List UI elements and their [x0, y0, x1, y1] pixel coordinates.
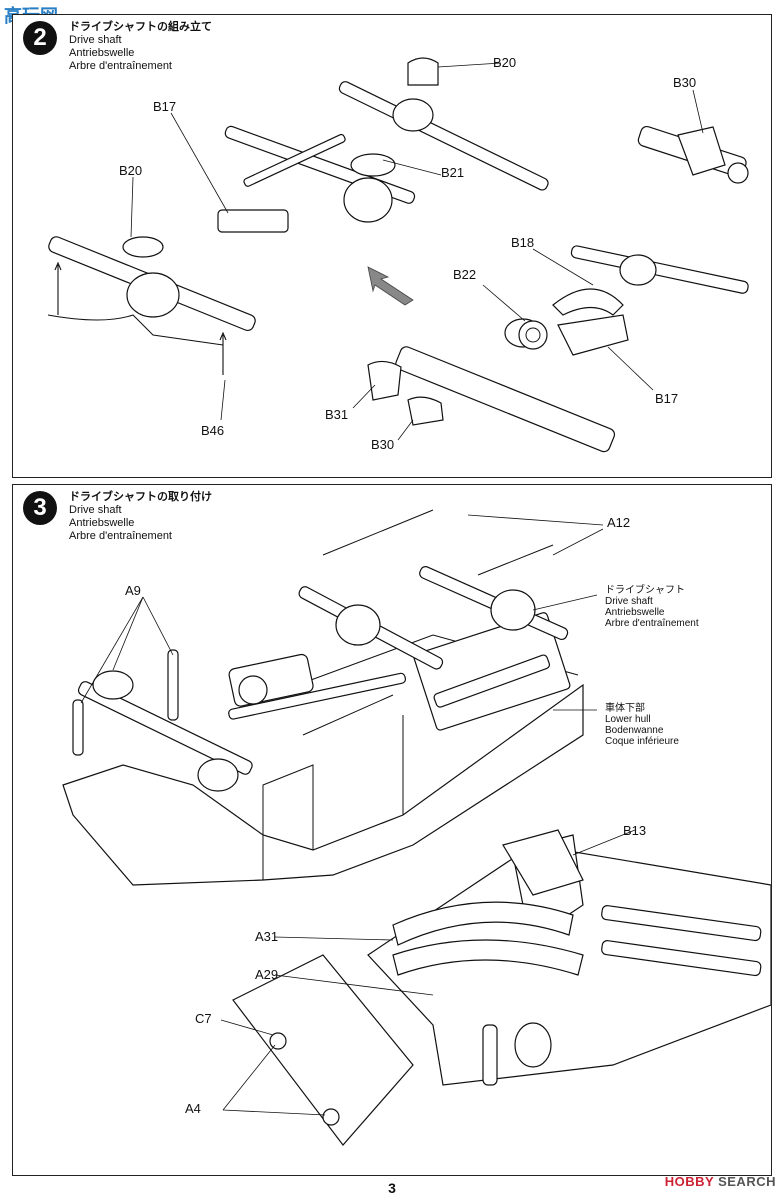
step-title-jp: ドライブシャフトの取り付け	[69, 491, 212, 503]
part-label-b13: B13	[623, 823, 647, 838]
step-title-fr: Arbre d'entraînement	[69, 530, 172, 542]
callout-fr: Arbre d'entraînement	[605, 618, 699, 629]
part-label-b22: B22	[453, 267, 477, 282]
part-label-b17: B17	[655, 391, 679, 406]
step-3-assembly-drawing	[62, 509, 771, 1146]
step-2-panel: 2 ドライブシャフトの組み立て Drive shaft Antriebswell…	[12, 14, 772, 478]
callout-de: Bodenwanne	[605, 725, 664, 736]
step-title-fr: Arbre d'entraînement	[69, 60, 172, 72]
callout-jp: 車体下部	[605, 703, 645, 714]
step-3-panel: 3 ドライブシャフトの取り付け Drive shaft Antriebswell…	[12, 484, 772, 1176]
axle-assembly-left	[47, 209, 289, 346]
watermark-brand: HOBBY SEARCH	[664, 1174, 776, 1189]
part-label-a31: A31	[255, 929, 279, 944]
part-label-b30: B30	[371, 437, 395, 452]
rear-hull-detail	[367, 829, 771, 1086]
callout-en: Lower hull	[605, 714, 651, 725]
part-label-b21: B21	[441, 165, 465, 180]
callout-jp: ドライブシャフト	[605, 585, 685, 596]
page-number: 3	[388, 1180, 396, 1196]
step-title-block: ドライブシャフトの組み立て Drive shaft Antriebswelle …	[69, 21, 212, 73]
driveshaft-callout: ドライブシャフト Drive shaft Antriebswelle Arbre…	[605, 585, 699, 629]
part-label-b17: B17	[153, 99, 177, 114]
lower-hull-callout: 車体下部 Lower hull Bodenwanne Coque inférie…	[605, 703, 679, 747]
axle-assembly-right	[367, 245, 749, 453]
part-label-a9: A9	[125, 583, 141, 598]
step-number-badge: 2	[23, 21, 57, 55]
callout-fr: Coque inférieure	[605, 736, 679, 747]
step-title-block: ドライブシャフトの取り付け Drive shaft Antriebswelle …	[69, 491, 212, 543]
step-title-de: Antriebswelle	[69, 47, 135, 59]
callout-en: Drive shaft	[605, 596, 653, 607]
callout-de: Antriebswelle	[605, 607, 665, 618]
axle-inset-b30	[637, 125, 749, 184]
part-label-b31: B31	[325, 407, 349, 422]
step-title-de: Antriebswelle	[69, 517, 135, 529]
step-title-en: Drive shaft	[69, 34, 122, 46]
part-label-b20: B20	[493, 55, 517, 70]
part-label-a4: A4	[185, 1101, 201, 1116]
mudflap-plate	[232, 954, 414, 1146]
part-label-b46: B46	[201, 423, 225, 438]
part-label-a29: A29	[255, 967, 279, 982]
step-number-badge: 3	[23, 491, 57, 525]
part-label-b18: B18	[511, 235, 535, 250]
part-label-c7: C7	[195, 1011, 212, 1026]
direction-arrow-icon	[367, 266, 414, 306]
part-label-b30: B30	[673, 75, 697, 90]
front-axle-assembly	[72, 649, 407, 792]
step-title-jp: ドライブシャフトの組み立て	[69, 21, 212, 33]
part-label-b20: B20	[119, 163, 143, 178]
step-2-assembly-drawing	[47, 57, 749, 453]
axle-assembly-center	[224, 57, 549, 223]
part-label-a12: A12	[607, 515, 631, 530]
rear-axles-assembly	[298, 509, 569, 708]
step-title-en: Drive shaft	[69, 504, 122, 516]
